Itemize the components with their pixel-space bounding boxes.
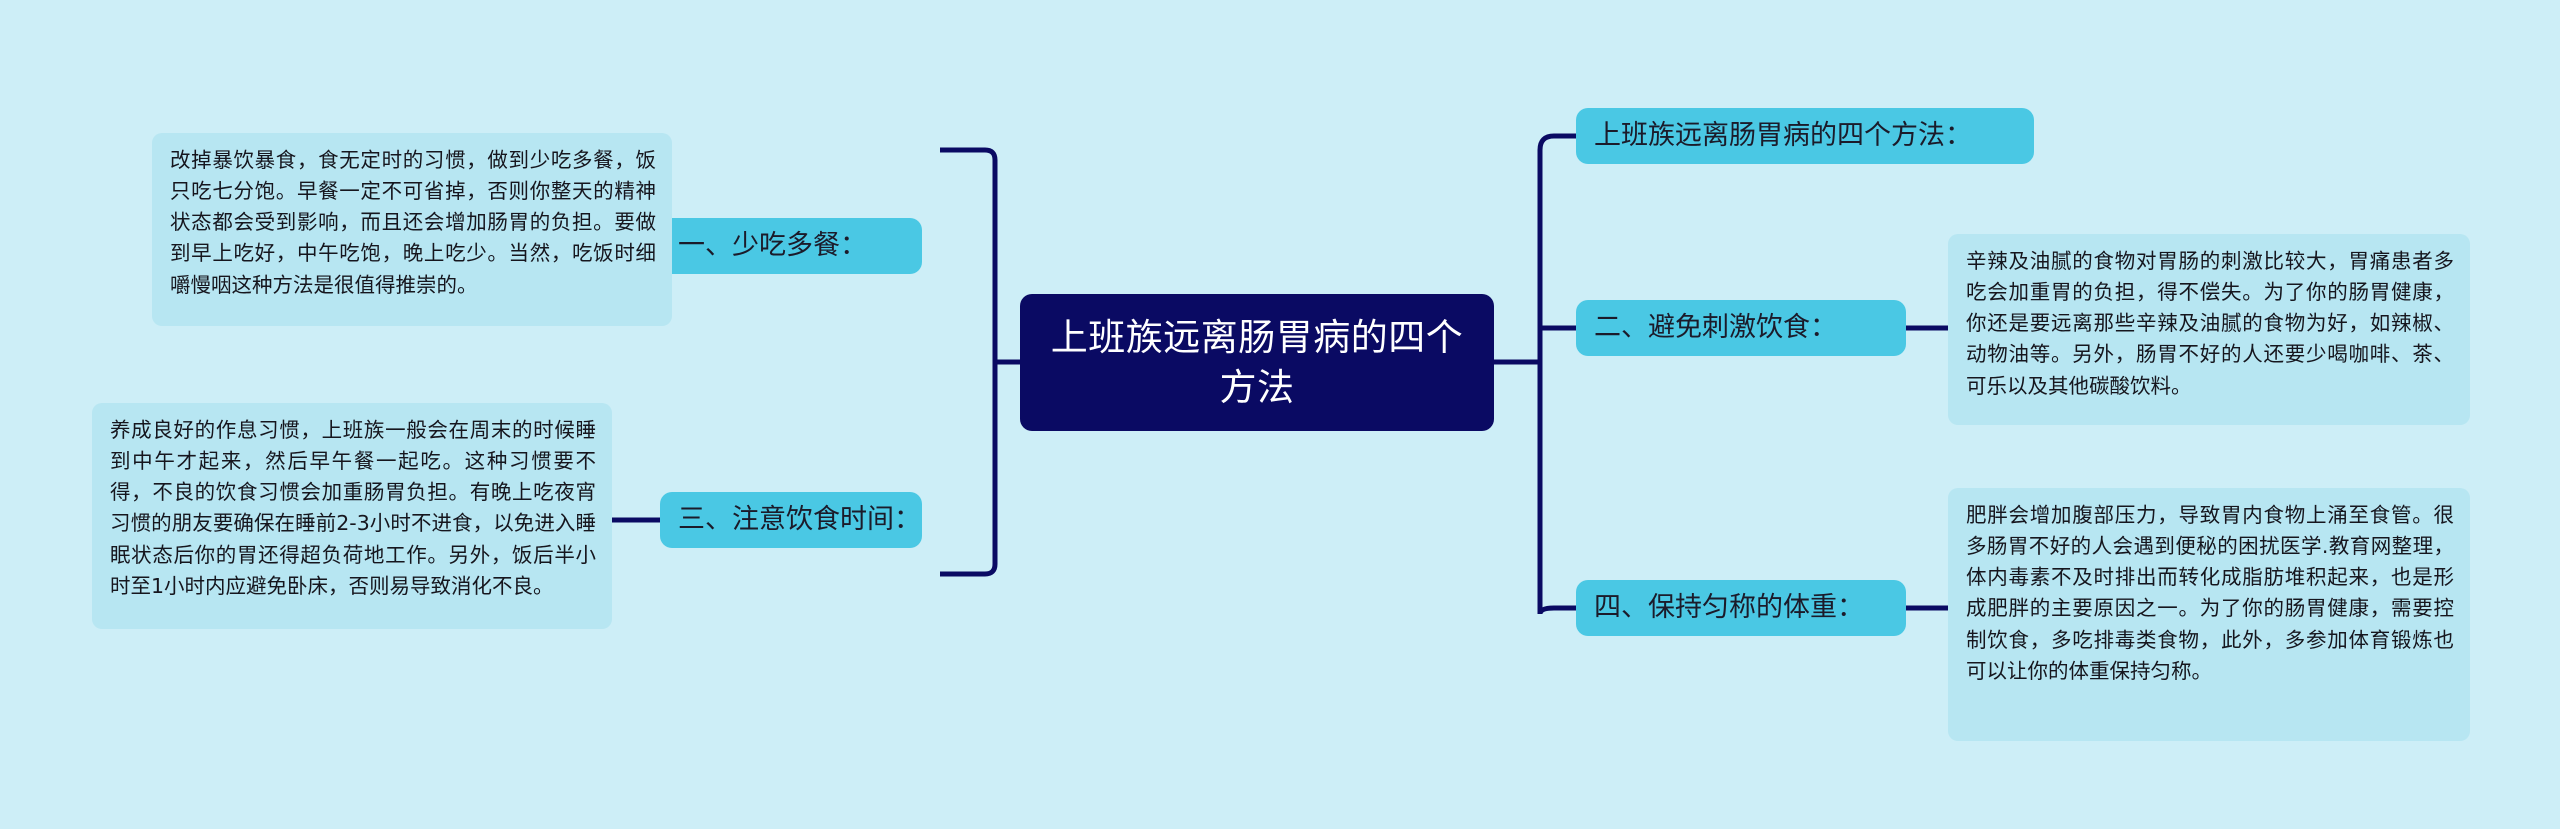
- branch-node-label: 二、避免刺激饮食：: [1594, 312, 1837, 344]
- detail-box-text: 养成良好的作息习惯，上班族一般会在周末的时候睡到中午才起来，然后早午餐一起吃。这…: [110, 418, 596, 598]
- root-node[interactable]: 上班族远离肠胃病的四个 方法: [1020, 294, 1494, 431]
- branch-node-left-1[interactable]: 一、少吃多餐：: [660, 218, 922, 274]
- detail-box-text: 改掉暴饮暴食，食无定时的习惯，做到少吃多餐，饭只吃七分饱。早餐一定不可省掉，否则…: [170, 148, 656, 297]
- root-node-label: 上班族远离肠胃病的四个 方法: [1050, 315, 1464, 409]
- branch-node-right-4[interactable]: 四、保持匀称的体重：: [1576, 580, 1906, 636]
- detail-box-text: 肥胖会增加腹部压力，导致胃内食物上涌至食管。很多肠胃不好的人会遇到便秘的困扰医学…: [1966, 503, 2454, 683]
- branch-node-left-3[interactable]: 三、注意饮食时间：: [660, 492, 922, 548]
- detail-box-right-4[interactable]: 肥胖会增加腹部压力，导致胃内食物上涌至食管。很多肠胃不好的人会遇到便秘的困扰医学…: [1948, 488, 2470, 741]
- detail-box-left-3[interactable]: 养成良好的作息习惯，上班族一般会在周末的时候睡到中午才起来，然后早午餐一起吃。这…: [92, 403, 612, 629]
- branch-node-right-0[interactable]: 上班族远离肠胃病的四个方法：: [1576, 108, 2034, 164]
- branch-node-label: 四、保持匀称的体重：: [1594, 592, 1864, 624]
- branch-node-label: 三、注意饮食时间：: [678, 504, 921, 536]
- branch-node-label: 上班族远离肠胃病的四个方法：: [1594, 120, 1972, 152]
- branch-node-right-2[interactable]: 二、避免刺激饮食：: [1576, 300, 1906, 356]
- detail-box-text: 辛辣及油腻的食物对胃肠的刺激比较大，胃痛患者多吃会加重胃的负担，得不偿失。为了你…: [1966, 249, 2454, 398]
- detail-box-right-2[interactable]: 辛辣及油腻的食物对胃肠的刺激比较大，胃痛患者多吃会加重胃的负担，得不偿失。为了你…: [1948, 234, 2470, 425]
- detail-box-left-1[interactable]: 改掉暴饮暴食，食无定时的习惯，做到少吃多餐，饭只吃七分饱。早餐一定不可省掉，否则…: [152, 133, 672, 326]
- branch-node-label: 一、少吃多餐：: [678, 230, 867, 262]
